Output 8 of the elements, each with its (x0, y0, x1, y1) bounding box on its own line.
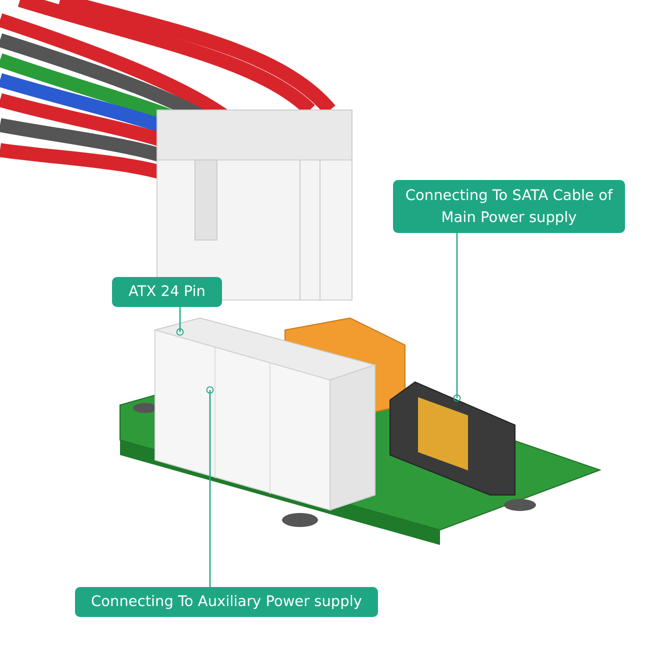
atx-24-pin-connector (153, 317, 377, 511)
callout-label: Connecting To Auxiliary Power supply (75, 587, 378, 617)
leader-line (453, 233, 461, 402)
leader-line (206, 386, 214, 587)
leader-line (176, 305, 184, 336)
callout-label: ATX 24 Pin (112, 277, 222, 307)
callout-label: Connecting To SATA Cable of Main Power supply (393, 180, 625, 233)
sata-connector (390, 381, 516, 496)
